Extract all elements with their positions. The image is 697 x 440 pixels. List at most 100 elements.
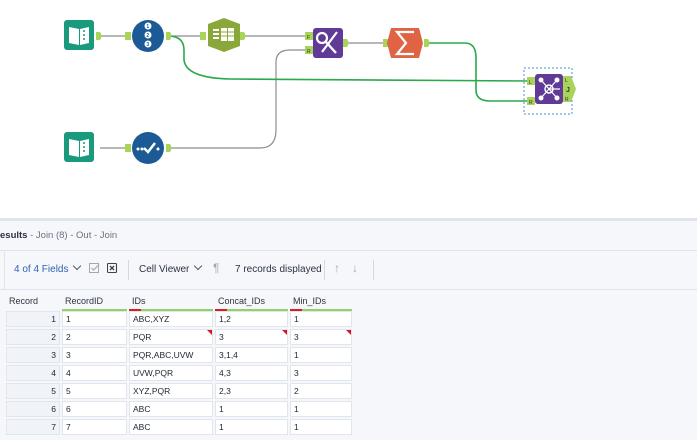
column-header-ids[interactable]: IDs bbox=[129, 293, 213, 311]
cell-min-ids[interactable]: 2 bbox=[290, 383, 352, 399]
cell-min-ids[interactable]: 1 bbox=[290, 311, 352, 327]
divider bbox=[128, 260, 129, 280]
cell-value: 4,3 bbox=[219, 368, 231, 378]
cell-recordid[interactable]: 4 bbox=[62, 365, 127, 381]
cell-value: 1 bbox=[219, 422, 224, 432]
cell-concat-ids[interactable]: 1,2 bbox=[215, 311, 288, 327]
cell-ids[interactable]: PQR bbox=[129, 329, 213, 345]
column-header-min-ids[interactable]: Min_IDs bbox=[290, 293, 352, 311]
column-header-record[interactable]: Record bbox=[6, 293, 60, 309]
cell-record[interactable]: 2 bbox=[6, 329, 60, 345]
cell-value: 1 bbox=[219, 404, 224, 414]
column-header-label: RecordID bbox=[65, 296, 104, 306]
cell-record[interactable]: 6 bbox=[6, 401, 60, 417]
deselect-all-icon[interactable] bbox=[107, 263, 118, 274]
cell-value: 1 bbox=[66, 314, 71, 324]
record-id-tool-icon[interactable]: 1 2 3 bbox=[132, 20, 164, 52]
cell-value: 3 bbox=[66, 350, 71, 360]
cell-value: 3 bbox=[51, 350, 56, 360]
workflow-canvas[interactable]: F R L R 1 2 3 bbox=[0, 0, 697, 218]
column-header-recordid[interactable]: RecordID bbox=[62, 293, 127, 311]
cell-concat-ids[interactable]: 3 bbox=[215, 329, 288, 345]
summarize-tool-icon[interactable] bbox=[387, 28, 423, 58]
cell-value: UVW,PQR bbox=[133, 368, 174, 378]
cell-min-ids[interactable]: 3 bbox=[290, 329, 352, 345]
cell-recordid[interactable]: 6 bbox=[62, 401, 127, 417]
cell-record[interactable]: 5 bbox=[6, 383, 60, 399]
connection-cleansing-findreplace-r[interactable] bbox=[170, 49, 305, 149]
cell-value: ABC,XYZ bbox=[133, 314, 170, 324]
cell-recordid[interactable]: 7 bbox=[62, 419, 127, 435]
column-header-concat-ids[interactable]: Concat_IDs bbox=[215, 293, 288, 311]
cell-value: 5 bbox=[51, 386, 56, 396]
cell-value: 7 bbox=[66, 422, 71, 432]
connection-summarize-join-r[interactable] bbox=[428, 42, 528, 102]
cell-value: 1 bbox=[294, 422, 299, 432]
cell-record[interactable]: 7 bbox=[6, 419, 60, 435]
connection-recordid-join-l[interactable] bbox=[167, 35, 529, 82]
cell-value: XYZ,PQR bbox=[133, 386, 171, 396]
cell-value: 7 bbox=[51, 422, 56, 432]
cell-viewer-label: Cell Viewer bbox=[139, 264, 190, 275]
cell-concat-ids[interactable]: 1 bbox=[215, 419, 288, 435]
cell-ids[interactable]: ABC bbox=[129, 419, 213, 435]
cell-ids[interactable]: ABC bbox=[129, 401, 213, 417]
arrow-down-icon[interactable]: ↓ bbox=[352, 261, 358, 275]
select-tool-icon[interactable] bbox=[208, 18, 240, 52]
cell-value: ABC bbox=[133, 404, 151, 414]
cell-min-ids[interactable]: 1 bbox=[290, 419, 352, 435]
input-data-tool-icon[interactable] bbox=[64, 132, 94, 162]
find-replace-tool-icon[interactable] bbox=[313, 28, 343, 58]
paragraph-icon[interactable]: ¶ bbox=[213, 261, 220, 275]
check-all-icon[interactable] bbox=[89, 263, 100, 274]
anchor-label-f: F bbox=[307, 35, 310, 41]
cell-recordid[interactable]: 3 bbox=[62, 347, 127, 363]
anchor-label-l: L bbox=[529, 80, 532, 86]
cell-record[interactable]: 3 bbox=[6, 347, 60, 363]
fields-dropdown[interactable]: 4 of 4 Fields bbox=[14, 261, 82, 275]
fields-dropdown-label: 4 of 4 Fields bbox=[14, 264, 69, 275]
cell-recordid[interactable]: 1 bbox=[62, 311, 127, 327]
cell-record[interactable]: 4 bbox=[6, 365, 60, 381]
cell-value: 1 bbox=[51, 314, 56, 324]
cell-min-ids[interactable]: 1 bbox=[290, 347, 352, 363]
data-cleansing-tool-icon[interactable] bbox=[132, 132, 164, 164]
svg-text:L: L bbox=[565, 78, 568, 84]
cell-value: ABC bbox=[133, 422, 151, 432]
cell-concat-ids[interactable]: 3,1,4 bbox=[215, 347, 288, 363]
cell-concat-ids[interactable]: 4,3 bbox=[215, 365, 288, 381]
input-anchor[interactable] bbox=[125, 32, 535, 152]
cell-concat-ids[interactable]: 1 bbox=[215, 401, 288, 417]
cell-value: PQR,ABC,UVW bbox=[133, 350, 194, 360]
cell-ids[interactable]: PQR,ABC,UVW bbox=[129, 347, 213, 363]
cell-ids[interactable]: UVW,PQR bbox=[129, 365, 213, 381]
results-title: esults bbox=[0, 230, 28, 241]
arrow-up-icon[interactable]: ↑ bbox=[334, 261, 340, 275]
cell-value: 2 bbox=[294, 386, 299, 396]
cell-record[interactable]: 1 bbox=[6, 311, 60, 327]
cell-min-ids[interactable]: 3 bbox=[290, 365, 352, 381]
cell-ids[interactable]: ABC,XYZ bbox=[129, 311, 213, 327]
cell-recordid[interactable]: 2 bbox=[62, 329, 127, 345]
cell-value: 4 bbox=[66, 368, 71, 378]
cell-value: 5 bbox=[66, 386, 71, 396]
cell-ids[interactable]: XYZ,PQR bbox=[129, 383, 213, 399]
cell-concat-ids[interactable]: 2,3 bbox=[215, 383, 288, 399]
column-quality-bar bbox=[129, 309, 213, 311]
divider bbox=[373, 260, 374, 280]
output-anchor[interactable] bbox=[96, 32, 430, 152]
cell-value: 3 bbox=[294, 332, 299, 342]
cell-min-ids[interactable]: 1 bbox=[290, 401, 352, 417]
cell-recordid[interactable]: 5 bbox=[62, 383, 127, 399]
join-tool-icon[interactable]: L J R bbox=[523, 67, 576, 115]
input-data-tool-icon[interactable] bbox=[64, 20, 94, 50]
cell-viewer-dropdown[interactable]: Cell Viewer bbox=[139, 261, 203, 275]
